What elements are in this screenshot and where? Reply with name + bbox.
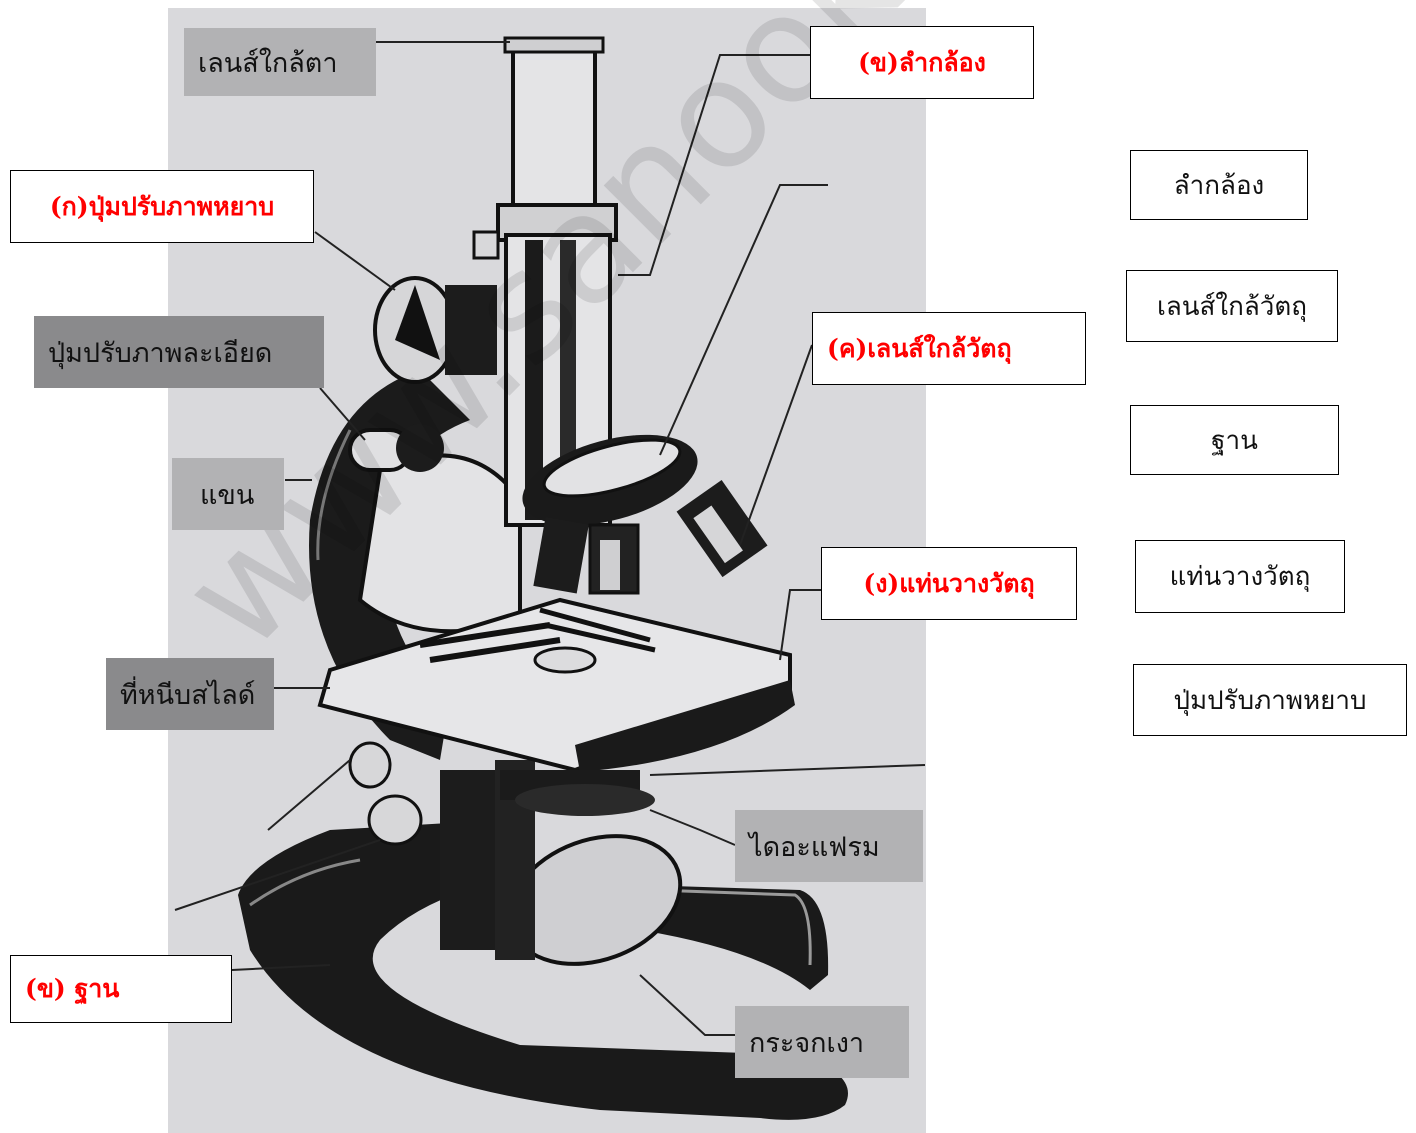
question-label-b-tube: (ข)ลำกล้อง bbox=[810, 26, 1034, 99]
answer-choice-objective: เลนส์ใกล้วัตถุ bbox=[1126, 270, 1338, 342]
question-label-b-base: (ข) ฐาน bbox=[10, 955, 232, 1023]
label-diaphragm: ไดอะแฟรม bbox=[735, 810, 923, 882]
question-label-d-stage: (ง)แท่นวางวัตถุ bbox=[821, 547, 1077, 620]
question-label-a-coarse-knob: (ก)ปุ่มปรับภาพหยาบ bbox=[10, 170, 314, 243]
label-eyepiece: เลนส์ใกล้ตา bbox=[184, 28, 376, 96]
label-arm: แขน bbox=[172, 458, 284, 530]
label-stage-clip: ที่หนีบสไลด์ bbox=[106, 658, 274, 730]
label-mirror: กระจกเงา bbox=[735, 1006, 909, 1078]
answer-choice-coarse-knob: ปุ่มปรับภาพหยาบ bbox=[1133, 664, 1407, 736]
answer-choice-stage: แท่นวางวัตถุ bbox=[1135, 540, 1345, 613]
answer-choice-base: ฐาน bbox=[1130, 405, 1339, 475]
answer-choice-tube: ลำกล้อง bbox=[1130, 150, 1308, 220]
label-fine-focus-knob: ปุ่มปรับภาพละเอียด bbox=[34, 316, 324, 388]
question-label-c-objective: (ค)เลนส์ใกล้วัตถุ bbox=[812, 312, 1086, 385]
